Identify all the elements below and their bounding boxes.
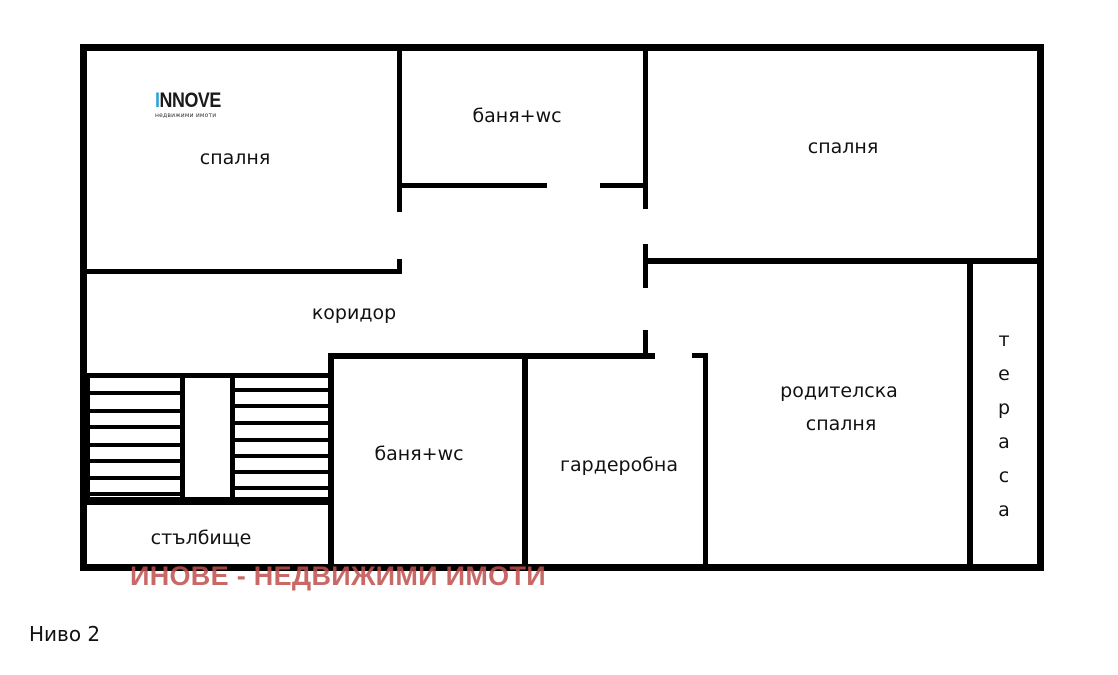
room-label-terrace: т е р а с а [989, 323, 1019, 527]
stair-bottom-wall [80, 497, 334, 505]
room-label-bathroom-2: баня+wc [374, 443, 464, 465]
terrace-letter: р [997, 397, 1011, 419]
stair-tread [233, 470, 330, 474]
stair-tread [88, 409, 182, 413]
bath1-bottom-wall-right [600, 183, 648, 188]
stair-tread [88, 425, 182, 429]
room-label-corridor: коридор [311, 302, 397, 324]
level-label: Ниво 2 [29, 622, 101, 646]
room-label-bedroom-1: спалня [199, 147, 271, 169]
room-label-bathroom-1: баня+wc [472, 105, 562, 127]
stair-left-post [80, 373, 90, 505]
room-label-bedroom-2: спалня [807, 136, 879, 158]
master-door-stub [692, 353, 708, 358]
wardrobe-left-wall [522, 353, 528, 571]
brand-logo: INNOVE недвижими имоти [155, 90, 233, 119]
stair-tread [88, 476, 182, 480]
bath2-left-wall [328, 353, 334, 571]
bedroom1-bottom-wall [80, 269, 402, 274]
bedroom2-bottom-wall [643, 258, 1044, 264]
terrace-letter: е [998, 363, 1010, 385]
stair-tread [88, 443, 182, 447]
master-left-wall [703, 353, 708, 571]
terrace-letter: а [998, 431, 1010, 453]
stair-tread [88, 459, 182, 463]
terrace-letter: т [998, 329, 1010, 351]
terrace-letter: а [998, 499, 1010, 521]
room-label-staircase: стълбище [150, 527, 252, 549]
bedroom2-left-wall-mid [643, 244, 648, 288]
stair-tread [233, 438, 330, 442]
stair-tread [88, 492, 182, 496]
bedroom1-right-wall-stub [397, 259, 402, 274]
bedroom2-left-wall-upper [643, 44, 648, 209]
room-label-wardrobe: гардеробна [560, 454, 678, 476]
terrace-wall [967, 258, 973, 571]
watermark: ИНОВЕ - НЕДВИЖИМИ ИМОТИ [130, 561, 546, 591]
logo-wordmark: INNOVE [155, 89, 221, 112]
stair-tread [233, 388, 330, 392]
room-label-master-line1: родителска [780, 380, 898, 402]
room-label-master-line2: спалня [805, 413, 877, 435]
bath1-bottom-wall-left [397, 183, 547, 188]
stair-tread [233, 454, 330, 458]
stair-tread [233, 486, 330, 490]
stair-tread [233, 404, 330, 408]
bedroom1-right-wall-upper [397, 44, 402, 212]
outer-wall-top [80, 44, 1044, 51]
terrace-letter: с [998, 465, 1010, 487]
outer-wall-right [1037, 44, 1044, 571]
stair-center-right [230, 373, 235, 505]
stair-tread [88, 391, 182, 395]
bath2-top-wall [328, 353, 655, 359]
stair-center-left [180, 373, 185, 505]
outer-wall-bottom [80, 564, 1044, 571]
logo-tagline: недвижими имоти [155, 112, 217, 119]
corridor-right-wall-stub [643, 330, 648, 357]
stair-tread [233, 421, 330, 425]
stair-top-wall [80, 373, 334, 378]
outer-wall-left-upper [80, 44, 87, 276]
